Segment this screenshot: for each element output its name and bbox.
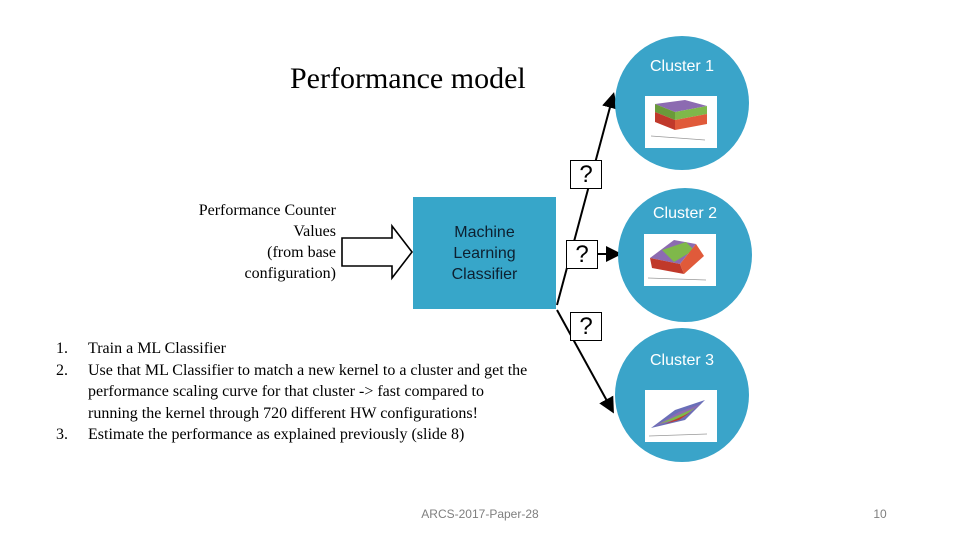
page-number: 10	[873, 507, 887, 521]
steps-list: 1. Train a ML Classifier 2. Use that ML …	[56, 338, 536, 446]
slide-title: Performance model	[290, 62, 526, 95]
input-block-arrow	[341, 223, 414, 281]
ml-classifier-label: Machine Learning Classifier	[451, 223, 518, 283]
step-item: 1. Train a ML Classifier	[56, 338, 536, 360]
cluster-3-surface-plot	[645, 390, 717, 442]
counter-line: (from base	[267, 244, 336, 261]
cluster-2-surface-plot	[644, 234, 716, 286]
question-box-1: ?	[570, 160, 602, 189]
cluster-2-label: Cluster 2	[652, 205, 718, 222]
counter-line: configuration)	[244, 265, 336, 282]
cluster-1-label: Cluster 1	[649, 58, 715, 75]
arrow-to-cluster-3	[556, 309, 614, 414]
step-text: Estimate the performance as explained pr…	[88, 426, 465, 443]
step-number: 2.	[56, 361, 68, 379]
step-item: 2. Use that ML Classifier to match a new…	[56, 360, 536, 425]
ml-classifier-box: Machine Learning Classifier	[413, 197, 556, 309]
counter-line: Values	[293, 223, 336, 240]
performance-counter-label: Performance Counter Values (from base co…	[150, 200, 336, 284]
slide-footer: ARCS-2017-Paper-28	[421, 507, 539, 521]
question-box-3: ?	[570, 312, 602, 341]
step-number: 3.	[56, 426, 68, 443]
counter-line: Performance Counter	[198, 202, 336, 219]
cluster-3-circle: Cluster 3	[615, 328, 749, 462]
step-number: 1.	[56, 340, 68, 357]
step-item: 3. Estimate the performance as explained…	[56, 424, 536, 446]
step-text: Use that ML Classifier to match a new ke…	[88, 361, 528, 422]
step-text: Train a ML Classifier	[88, 340, 226, 357]
arrow-to-cluster-1	[556, 92, 618, 306]
cluster-2-circle: Cluster 2	[618, 188, 752, 322]
cluster-3-label: Cluster 3	[649, 352, 715, 369]
cluster-1-surface-plot	[645, 96, 717, 148]
question-box-2: ?	[566, 240, 598, 269]
cluster-1-circle: Cluster 1	[615, 36, 749, 170]
